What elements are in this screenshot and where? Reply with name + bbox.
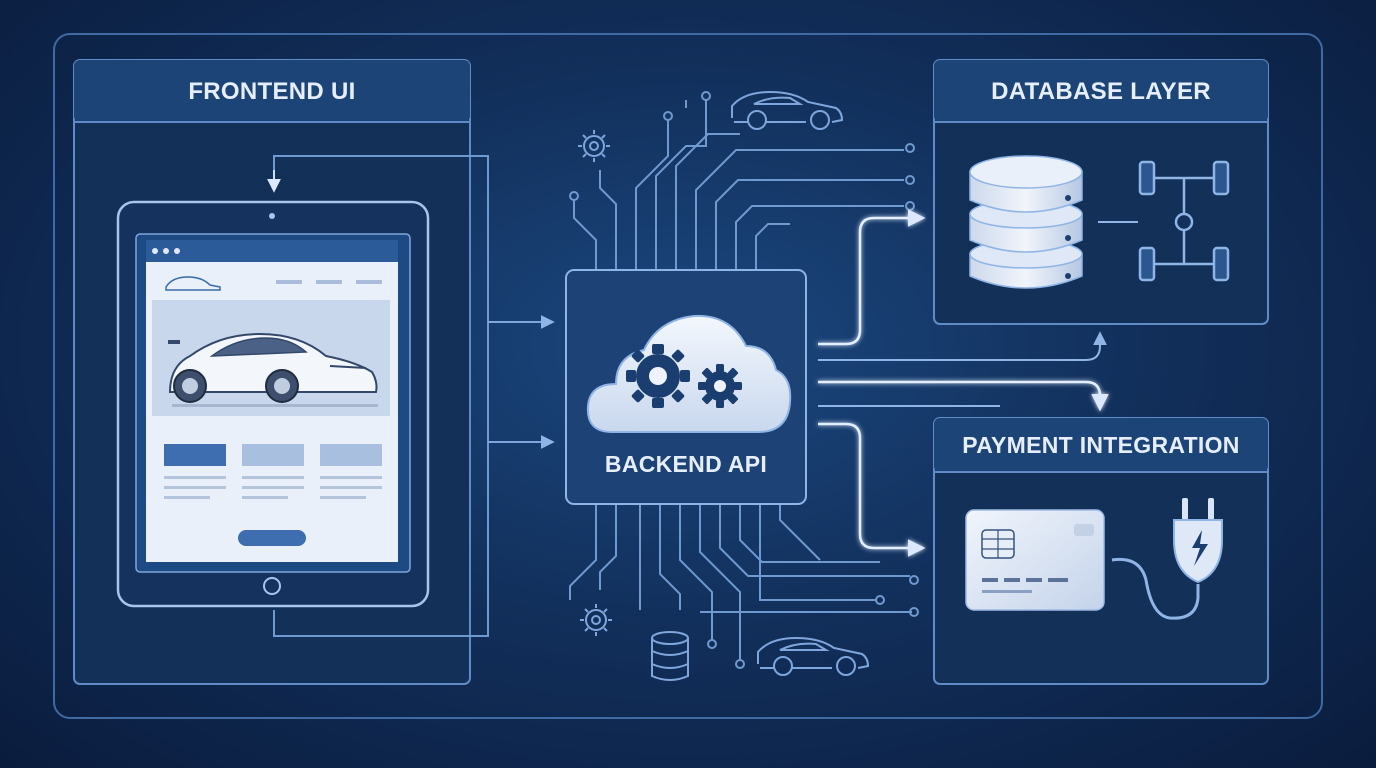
database-panel-title: DATABASE LAYER (991, 78, 1211, 105)
car-chassis-icon (1138, 160, 1230, 282)
database-icon (651, 631, 689, 681)
car-outline-icon (757, 636, 870, 676)
frontend-backend-connectors (438, 315, 558, 449)
database-panel (933, 59, 1269, 325)
gear-icon (580, 604, 612, 636)
sports-car-icon (168, 332, 378, 407)
car-outline-icon (731, 90, 844, 130)
frontend-panel (73, 59, 489, 685)
circuit-traces (569, 91, 919, 669)
tablet-icon (116, 200, 430, 608)
payment-panel-title: PAYMENT INTEGRATION (962, 432, 1240, 458)
credit-card-icon (965, 509, 1105, 611)
backend-panel (565, 269, 807, 505)
gear-icon (578, 130, 610, 162)
database-stack-icon (969, 155, 1083, 289)
frontend-header (74, 60, 470, 122)
backend-right-connectors (818, 209, 1109, 557)
payment-panel (933, 417, 1269, 685)
outer-frame (53, 33, 1323, 719)
backend-panel-title: BACKEND API (604, 451, 768, 477)
cloud-gears-icon (586, 314, 792, 433)
power-plug-icon (1173, 498, 1223, 584)
payment-header (934, 418, 1268, 472)
database-header (934, 60, 1268, 122)
frontend-panel-title: FRONTEND UI (188, 78, 356, 105)
site-logo-car-icon (165, 276, 221, 291)
